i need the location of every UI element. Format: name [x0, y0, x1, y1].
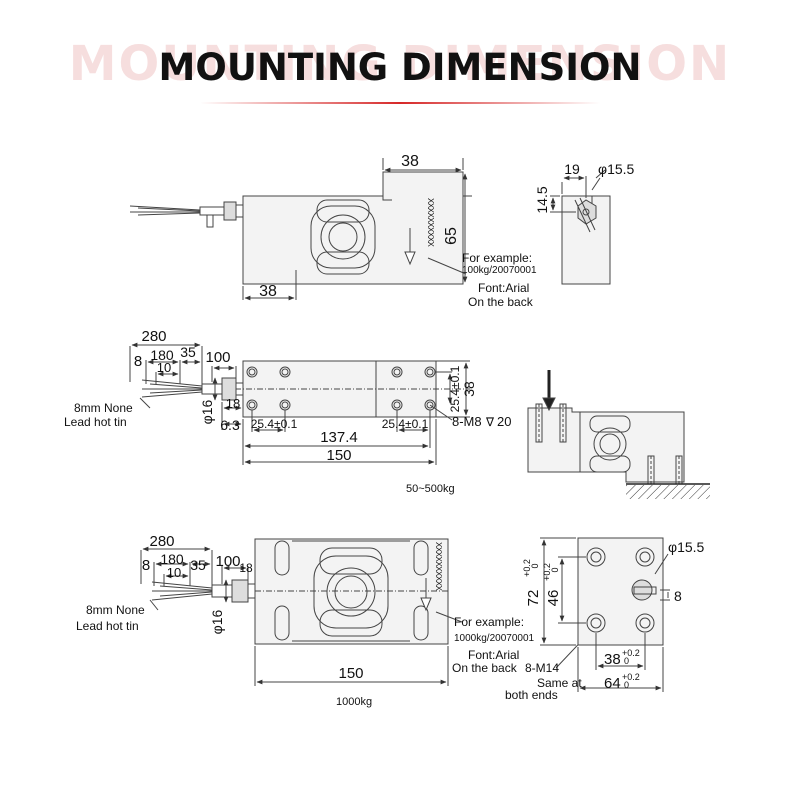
view1-step-line	[382, 196, 392, 201]
view3-end-tol-38-plus: +0.2	[622, 648, 640, 658]
view3-example-label: For example:	[454, 615, 524, 629]
view3-capacity-label: 1000kg	[336, 696, 372, 708]
view2-dim-18: 18	[226, 396, 240, 411]
view3-example-leader	[435, 611, 463, 623]
view2-cable-10: 10	[157, 360, 171, 375]
view2-cable-len: 280	[141, 328, 166, 345]
view3-end-view	[540, 537, 670, 692]
view3-cable-len: 280	[149, 533, 174, 550]
view3-font-label: Font:Arial	[468, 648, 519, 662]
view2-wire-label-2: Lead hot tin	[64, 415, 127, 429]
view2-mounting-holes	[246, 366, 436, 411]
view3-end-holes	[586, 547, 655, 633]
view3-arrow-head	[420, 597, 432, 612]
view3-cable-180: 180	[160, 551, 184, 567]
view2-dim-phi16: φ16	[199, 399, 215, 424]
view2-dim-150: 150	[326, 447, 351, 464]
title-banner: MOUNTING DIMENSION MOUNTING DIMENSION	[0, 30, 800, 110]
view2-load-arrow-head	[542, 397, 556, 412]
view2-ground-hatch	[626, 485, 710, 499]
view2-dim-100: 100	[205, 349, 230, 366]
view3-end-dim-38: 38	[604, 651, 621, 668]
view3-end-tol-38-zero: 0	[624, 656, 629, 666]
view3-dim-18: 18	[239, 561, 253, 575]
view3-dim-phi16: φ16	[209, 609, 225, 634]
view3-back-label: On the back	[452, 661, 518, 675]
view3-cable-8: 8	[142, 557, 150, 574]
view3-end-gland	[631, 579, 653, 601]
view2-install-opening	[589, 415, 631, 473]
view2-depth-symbol: ∇	[485, 415, 495, 429]
view3-serial-marks: XXXXXXXXXX	[434, 542, 443, 592]
view3-end-dim-46: 46	[545, 590, 562, 607]
view3-cable-35: 35	[190, 557, 206, 573]
view1-side-dim-width: 19	[564, 161, 580, 177]
view3-end-tol-72-plus: +0.2	[522, 559, 532, 577]
view2-install-body	[527, 407, 685, 483]
view3-dim-100: 100	[215, 553, 240, 570]
view3-end-dim-64: 64	[604, 675, 621, 692]
view1-serial-marks: XXXXXXXXXX	[426, 198, 435, 248]
view2-dim-63: 6.3	[220, 417, 240, 433]
view1-font-label: Font:Arial	[478, 281, 529, 295]
view3-end-dim-8: 8	[674, 588, 682, 604]
view1-side-dim-height: 14.5	[534, 186, 550, 213]
title-watermark: MOUNTING DIMENSION	[68, 36, 732, 92]
view2-install-view	[527, 370, 710, 499]
view1-leader	[427, 257, 467, 275]
view2-thread-depth: 20	[497, 414, 511, 429]
view3-same-label-2: both ends	[505, 688, 558, 702]
view3-end-tol-46-zero: 0	[550, 567, 560, 572]
view2-thread-leader	[429, 404, 453, 421]
view2-thread-label: 8-M8	[452, 414, 482, 429]
view2-dim-38: 38	[461, 381, 477, 397]
view2-range-label: 50~500kg	[406, 483, 455, 495]
view3-end-tol-64-zero: 0	[624, 680, 629, 690]
view3-dim-150: 150	[338, 665, 363, 682]
view1-side-view	[550, 169, 611, 285]
title-underline	[200, 102, 600, 104]
view1-example-label: For example:	[462, 251, 532, 265]
view1-cable-gland	[129, 201, 244, 228]
view2-hole-pitch-right: 25.4±0.1	[382, 417, 429, 431]
view1-dim-top: 38	[401, 153, 419, 170]
view1-strain-opening	[310, 199, 376, 275]
view2-cable-gland	[141, 377, 244, 401]
view3-example-code: 1000kg/20070001	[454, 633, 535, 644]
view3-end-tol-72-zero: 0	[530, 563, 540, 568]
view2-hole-pitch-left: 25.4±0.1	[251, 417, 298, 431]
view3-plan-view: XXXXXXXXXX	[140, 538, 591, 686]
view3-end-tol-64-plus: +0.2	[622, 672, 640, 682]
view1-side-dim-dia: φ15.5	[598, 161, 635, 177]
view3-thread-label: 8-M14	[525, 661, 559, 675]
page-title: MOUNTING DIMENSION	[158, 46, 642, 89]
view3-strain-opening	[313, 547, 389, 637]
view2-top-bolts	[535, 403, 567, 443]
view2-dim-1374: 137.4	[320, 429, 358, 446]
view3-end-dim-72: 72	[525, 590, 542, 607]
view1-dim-bottom: 38	[259, 283, 277, 300]
view1-dim-height: 65	[443, 227, 460, 245]
view2-cable-35: 35	[180, 344, 196, 360]
view2-vertical-pitch: 25.4±0.1	[448, 365, 462, 412]
view3-end-dim-dia: φ15.5	[668, 539, 705, 555]
view1-top-view: XXXXXXXXXX	[129, 158, 472, 301]
view3-slots	[274, 540, 429, 642]
view2-cable-180: 180	[150, 347, 174, 363]
view1-arrow-head	[404, 251, 416, 266]
view3-cable-gland	[151, 579, 256, 603]
view2-wire-label-1: 8mm None	[74, 401, 133, 415]
view3-wire-label-2: Lead hot tin	[76, 619, 139, 633]
view3-wire-label-1: 8mm None	[86, 603, 145, 617]
view2-cable-8: 8	[134, 353, 142, 370]
view1-back-label: On the back	[468, 295, 534, 309]
view1-example-code: 100kg/20070001	[462, 265, 537, 276]
view3-same-label-1: Same at	[537, 676, 582, 690]
view3-cable-10: 10	[167, 565, 181, 580]
view3-end-tol-46-plus: +0.2	[542, 563, 552, 581]
view2-plan-view	[129, 342, 470, 465]
